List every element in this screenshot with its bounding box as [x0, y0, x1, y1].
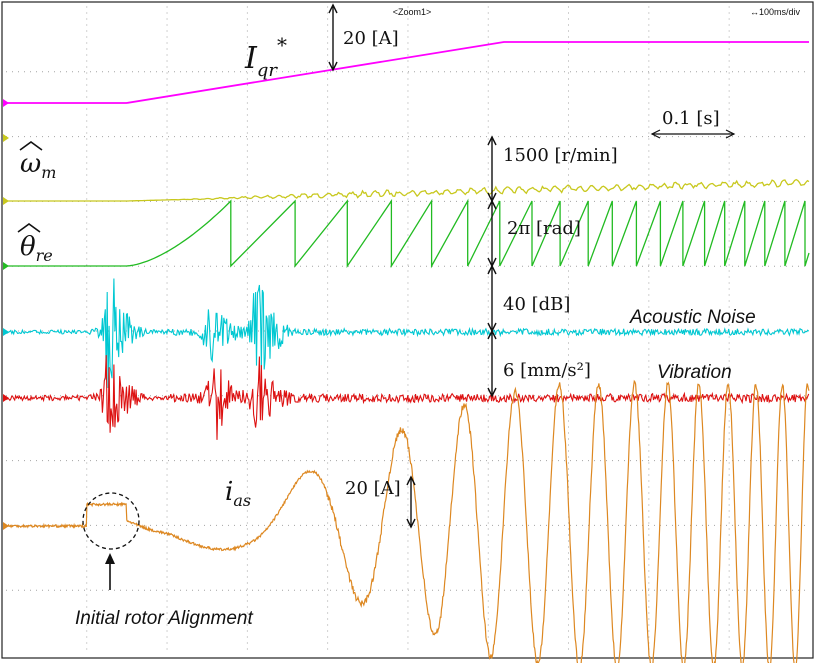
alignment-circle: [82, 492, 140, 550]
time-scale-label: 0.1 [s]: [662, 108, 720, 129]
vibration-scale-arrow-head-bottom: [487, 387, 497, 398]
noise-scale-label: 40 [dB]: [503, 294, 570, 315]
trace-acoustic-noise: [5, 278, 810, 389]
angle-scale-label: 2π [rad]: [507, 218, 581, 239]
trace-speed-estimate: [6, 178, 810, 202]
channel-marker: [3, 328, 9, 336]
omega-hat: [19, 141, 43, 151]
trace-vibration: [5, 355, 810, 440]
ias-scale-label: 20 [A]: [345, 478, 401, 499]
scale-arrows: [105, 3, 736, 590]
acoustic-noise-label: Acoustic Noise: [629, 307, 756, 328]
speed-scale-label: 1500 [r/min]: [503, 145, 618, 166]
speed-scale-arrow-head-top: [487, 135, 497, 146]
ias-scale-arrow-head-top: [406, 475, 416, 486]
trace-angle-estimate: [6, 198, 810, 269]
ias-scale-arrow-head-bottom: [406, 518, 416, 529]
omega-symbol-label: ωm: [20, 149, 56, 182]
vibration-scale-label: 6 [mm/s²]: [503, 360, 591, 381]
channel-marker: [3, 99, 9, 107]
channel-marker: [3, 262, 9, 270]
trace-iqr-reference: [6, 41, 809, 104]
channel-marker: [3, 197, 9, 205]
trace-phase-current: [5, 379, 810, 663]
iqr-scale-arrow-head-top: [328, 3, 338, 14]
time-scale-arrow-right: [725, 129, 736, 139]
vibration-scale-arrow-head-top: [487, 329, 497, 340]
channel-marker: [3, 394, 9, 402]
zoom-label: <Zoom1>: [393, 7, 432, 17]
timebase-label: ↔100ms/div: [750, 7, 801, 17]
time-scale-arrow-left: [650, 129, 661, 139]
theta-symbol-label: θre: [20, 232, 53, 265]
iqr-symbol-label: Iqr*: [244, 33, 287, 81]
theta-hat: [17, 223, 41, 233]
iqr-scale-label: 20 [A]: [343, 28, 399, 49]
channel-markers: [3, 99, 9, 530]
alignment-pointer-head: [105, 553, 115, 564]
vibration-label: Vibration: [657, 362, 732, 383]
iqr-scale-arrow-head-bottom: [328, 61, 338, 72]
traces: [5, 41, 810, 663]
ias-symbol-label: ias: [225, 477, 251, 510]
angle-scale-arrow-head-top: [487, 199, 497, 210]
channel-marker: [3, 522, 9, 530]
grid: [6, 6, 805, 650]
channel-marker: [3, 134, 9, 142]
noise-scale-arrow-head-top: [487, 264, 497, 275]
alignment-label: Initial rotor Alignment: [75, 608, 253, 629]
grid-dots: [6, 6, 805, 650]
